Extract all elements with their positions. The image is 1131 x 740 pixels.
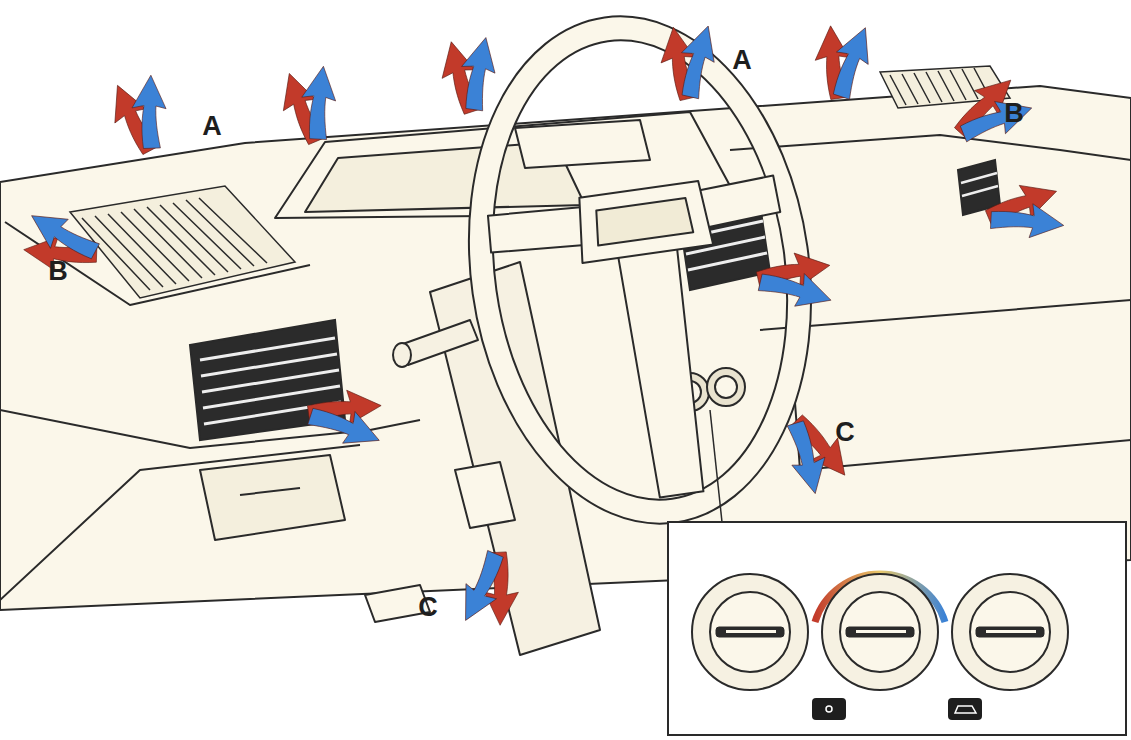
control-inset xyxy=(846,627,914,637)
dashboard-body xyxy=(760,300,1131,330)
steering-wheel xyxy=(617,240,712,499)
airflow-arrows xyxy=(270,62,344,150)
zone-letter: B xyxy=(1004,100,1024,127)
control-inset xyxy=(726,630,1036,633)
airflow-arrows xyxy=(131,75,168,149)
gauges xyxy=(707,368,745,406)
zone-letter: A xyxy=(202,113,222,140)
steering-column xyxy=(455,462,515,528)
control-inset xyxy=(692,574,808,690)
dashboard-body xyxy=(730,135,1131,160)
steering-wheel xyxy=(485,170,817,516)
control-inset xyxy=(710,592,790,672)
leader-line xyxy=(710,410,722,522)
airflow-arrows xyxy=(672,22,722,101)
control-inset xyxy=(976,627,1044,637)
steering-column xyxy=(430,262,600,655)
defrost-grille xyxy=(890,68,990,105)
airflow-arrows xyxy=(936,60,1041,160)
zone-letter: C xyxy=(418,594,438,621)
airflow-arrows xyxy=(432,35,500,118)
dashboard-body xyxy=(200,455,345,540)
steering-column xyxy=(393,343,411,367)
control-inset xyxy=(716,627,784,637)
control-inset xyxy=(726,630,776,633)
airflow-arrows xyxy=(990,202,1065,240)
airflow-arrows xyxy=(648,19,722,107)
airflow-arrows xyxy=(780,418,834,498)
airflow-arrows xyxy=(98,70,179,163)
airflow-arrows xyxy=(456,35,500,112)
control-inset xyxy=(692,574,1068,690)
control-inset xyxy=(970,592,1050,672)
airflow-arrows xyxy=(785,408,860,485)
control-inset xyxy=(716,627,1044,637)
control-inset xyxy=(822,574,938,690)
airflow-arrows xyxy=(957,89,1037,148)
control-inset xyxy=(668,522,1126,735)
instrument-hood xyxy=(515,120,650,168)
dashboard-body xyxy=(240,488,300,495)
gauges xyxy=(715,376,737,398)
airflow-arrows xyxy=(799,16,880,109)
steering-wheel xyxy=(593,198,693,246)
control-inset xyxy=(952,574,1068,690)
steering-wheel xyxy=(486,202,594,259)
airflow-arrows xyxy=(306,399,386,454)
zone-letter: A xyxy=(732,47,752,74)
dashboard-body xyxy=(0,445,360,600)
control-inset xyxy=(856,630,906,633)
control-inset xyxy=(826,706,832,712)
control-inset xyxy=(812,698,846,720)
airflow-arrows xyxy=(300,65,338,140)
zone-letter: B xyxy=(48,258,68,285)
airflow-arrows xyxy=(11,202,112,294)
leader-line xyxy=(710,410,722,522)
control-inset xyxy=(668,522,1126,735)
airflow-arrows xyxy=(451,540,538,637)
control-inset xyxy=(955,706,976,713)
airflow-arrows xyxy=(769,399,865,502)
defrost-grille xyxy=(82,198,267,290)
control-inset xyxy=(826,706,976,713)
defrost-grille xyxy=(70,186,295,298)
control-inset xyxy=(812,698,982,720)
zone-letter: C xyxy=(835,419,855,446)
face-vent xyxy=(961,173,998,196)
airflow-arrows xyxy=(824,22,879,102)
control-inset xyxy=(840,592,920,672)
defrost-grille xyxy=(70,66,1010,298)
airflow-arrows xyxy=(750,240,838,314)
control-inset xyxy=(948,698,982,720)
face-vent xyxy=(190,160,1000,440)
airflow-arrows xyxy=(453,548,513,628)
airflow-arrows xyxy=(298,374,391,455)
airflow-arrows xyxy=(980,172,1068,246)
control-inset xyxy=(986,630,1036,633)
dashboard-body xyxy=(790,335,1131,470)
steering-wheel xyxy=(437,0,843,546)
steering-wheel xyxy=(437,0,843,546)
steering-wheel xyxy=(573,180,713,263)
airflow-arrows xyxy=(757,264,836,314)
